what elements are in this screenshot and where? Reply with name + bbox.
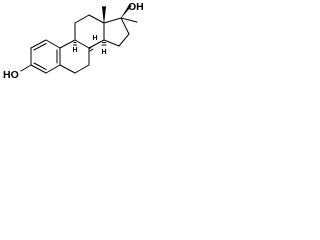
- ring-b: [59, 39, 90, 74]
- bond-c15-c14: [103, 39, 120, 47]
- ring-c: [74, 14, 105, 49]
- bond-c13-c17: [103, 17, 122, 24]
- bond-c17-c16: [120, 17, 130, 35]
- bond-c17-methyl: [120, 17, 138, 23]
- bond-c10-c9: [59, 39, 76, 49]
- ring-d: [103, 17, 130, 47]
- bond-c14-c8: [88, 39, 105, 49]
- double-bond-inner-bottom: [33, 62, 47, 70]
- stereo-h-label-ring-c-upper: H: [93, 35, 98, 42]
- bond-c1-c10: [45, 39, 61, 49]
- hash-bond-c8-h: [88, 47, 94, 52]
- hydroxyl-label-ring-d: OH: [128, 1, 144, 13]
- bond-c11-c12: [74, 14, 90, 24]
- stereo-h-label-ring-b: H: [73, 47, 78, 54]
- steroid-structure-diagram: H H H OH HO: [3, 1, 144, 81]
- bond-c9-c8: [74, 39, 90, 49]
- hydroxyl-label-ring-a: HO: [3, 69, 19, 81]
- bond-c16-c15: [118, 33, 130, 47]
- bond-c12-c13: [88, 14, 105, 24]
- hash-bond-c9-h: [73, 42, 77, 46]
- bond-c4-c3: [30, 64, 47, 74]
- double-bond-inner-top: [33, 43, 47, 51]
- stereo-hydrogens: H H H: [73, 35, 107, 56]
- bond-c1-c2: [30, 39, 47, 49]
- wedge-c17-hydroxyl: [120, 4, 132, 19]
- substituents: [20, 4, 138, 72]
- wedge-c13-methyl: [101, 6, 107, 24]
- bond-c5-c4: [45, 64, 61, 74]
- bond-c6-c5: [59, 64, 76, 74]
- hash-bond-c14-h: [101, 42, 107, 46]
- bond-c3-oxygen: [20, 64, 32, 72]
- stereo-h-label-ring-c-lower: H: [102, 49, 107, 56]
- ring-a-aromatic: [30, 39, 61, 74]
- bond-c7-c6: [74, 64, 90, 74]
